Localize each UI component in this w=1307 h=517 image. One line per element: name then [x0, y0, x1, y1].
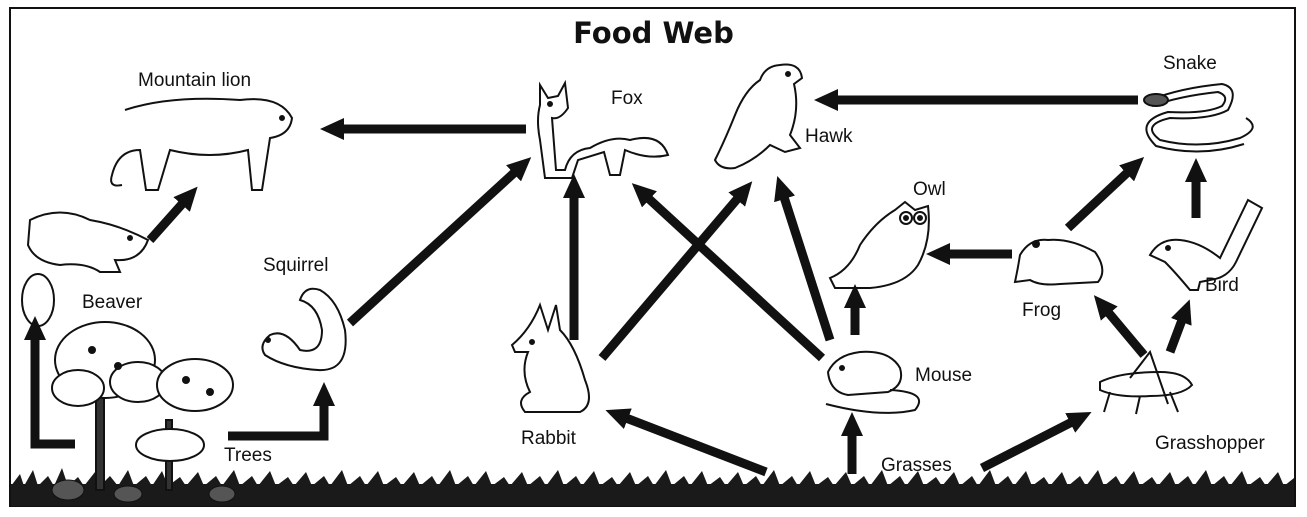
arrow-grasses-to-rabbit — [605, 408, 768, 477]
label-beaver: Beaver — [82, 292, 143, 313]
label-snake: Snake — [1163, 53, 1217, 74]
arrow-group — [24, 89, 1207, 477]
arrow-mouse-to-hawk — [774, 176, 835, 342]
rabbit-illustration — [510, 302, 590, 413]
beaver-illustration — [21, 211, 150, 327]
label-trees: Trees — [224, 445, 272, 466]
frog-illustration — [1013, 238, 1104, 286]
arrow-beaver-to-mountain-lion — [146, 186, 198, 243]
fox-illustration — [537, 79, 670, 179]
arrow-trees-to-beaver — [24, 316, 75, 449]
label-frog: Frog — [1022, 300, 1062, 321]
arrow-grasses-to-grasshopper — [979, 411, 1092, 473]
label-rabbit: Rabbit — [521, 428, 576, 449]
label-grasses: Grasses — [881, 455, 952, 476]
mouse-illustration — [825, 350, 921, 414]
arrow-squirrel-to-fox — [346, 157, 532, 327]
bird-illustration — [1148, 198, 1264, 291]
grass-ground — [11, 468, 1294, 506]
label-bird: Bird — [1205, 275, 1239, 296]
arrow-trees-to-squirrel — [228, 382, 335, 441]
label-mountain-lion: Mountain lion — [138, 70, 252, 91]
arrow-grasshopper-to-bird — [1165, 299, 1192, 354]
grasshopper-illustration — [1099, 349, 1194, 415]
label-mouse: Mouse — [915, 365, 973, 386]
arrow-frog-to-snake — [1064, 156, 1145, 232]
owl-illustration — [828, 200, 930, 289]
mountain-lion-illustration — [110, 97, 294, 191]
arrow-mouse-to-fox — [631, 183, 826, 362]
trees-illustration — [51, 321, 234, 491]
label-fox: Fox — [611, 88, 643, 109]
label-owl: Owl — [913, 179, 946, 200]
arrow-grasshopper-to-frog — [1093, 295, 1148, 358]
hawk-illustration — [713, 63, 804, 170]
label-hawk: Hawk — [805, 126, 853, 147]
diagram-title: Food Web — [573, 16, 734, 50]
snake-illustration — [1143, 82, 1254, 153]
label-grasshopper: Grasshopper — [1155, 433, 1265, 454]
arrow-rabbit-to-hawk — [598, 181, 753, 361]
label-squirrel: Squirrel — [263, 255, 329, 276]
squirrel-illustration — [261, 287, 347, 372]
